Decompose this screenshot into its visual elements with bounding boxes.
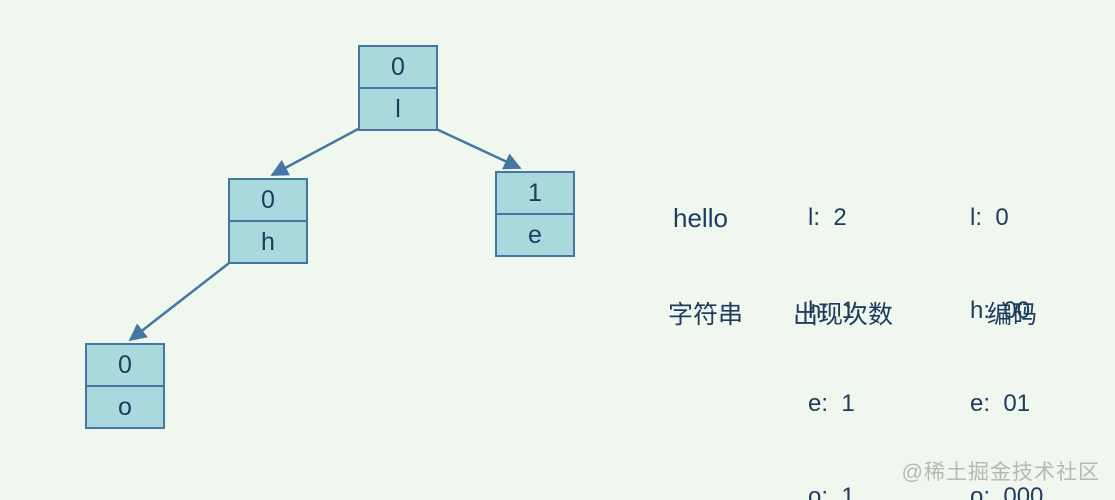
code-line: o: 000 <box>970 483 1044 500</box>
count-line: l: 2 <box>808 204 847 231</box>
code-line: e: 01 <box>970 390 1031 417</box>
node-weight: 0 <box>261 186 275 214</box>
node-weight: 1 <box>528 179 542 207</box>
codes-column: l: 0 h: 00 e: 01 o: 000 <box>970 140 1043 500</box>
count-line: h: 1 <box>808 297 855 324</box>
node-weight: 0 <box>391 53 405 81</box>
code-line: l: 0 <box>970 204 1009 231</box>
tree-node-root: 0 l <box>358 45 438 131</box>
tree-node-o: 0 o <box>85 343 165 429</box>
counts-column: l: 2 h: 1 e: 1 o: 1 <box>808 140 855 500</box>
edge-root-to-h <box>270 126 361 177</box>
node-char: l <box>360 87 436 129</box>
code-line: h: 00 <box>970 297 1031 324</box>
node-weight: 0 <box>118 351 132 379</box>
watermark: @稀土掘金技术社区 <box>901 461 1100 484</box>
edge-root-to-e <box>433 126 522 170</box>
tree-node-h: 0 h <box>228 178 308 264</box>
node-char: o <box>87 385 163 427</box>
count-line: e: 1 <box>808 390 855 417</box>
tree-node-e: 1 e <box>495 171 575 257</box>
source-string: hello <box>673 203 728 233</box>
label-codes: 编码 <box>987 301 1038 329</box>
label-counts: 出现次数 <box>793 301 894 329</box>
node-char: h <box>230 220 306 262</box>
label-string: 字符串 <box>668 301 744 329</box>
edge-h-to-o <box>128 259 234 342</box>
count-line: o: 1 <box>808 483 855 500</box>
node-char: e <box>497 213 573 255</box>
